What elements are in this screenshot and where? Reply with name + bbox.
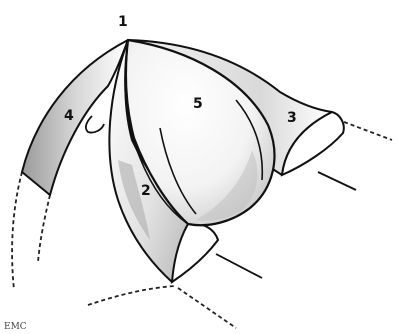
outer-dashed-arc — [12, 172, 22, 290]
inner-dashed-arc — [38, 195, 50, 262]
region-3-line — [318, 172, 356, 190]
label-1: 1 — [118, 14, 128, 30]
right-dashed-line — [344, 122, 392, 140]
region-4-cap — [86, 116, 104, 133]
label-4: 4 — [64, 108, 74, 124]
label-2: 2 — [141, 183, 151, 199]
emc-corner-mark: EMC — [4, 322, 27, 332]
bottom-dashed-line — [178, 288, 236, 328]
region-2-line — [216, 254, 262, 278]
bottom-dashed-arc — [88, 286, 175, 305]
label-5: 5 — [193, 96, 203, 112]
label-3: 3 — [287, 110, 297, 126]
